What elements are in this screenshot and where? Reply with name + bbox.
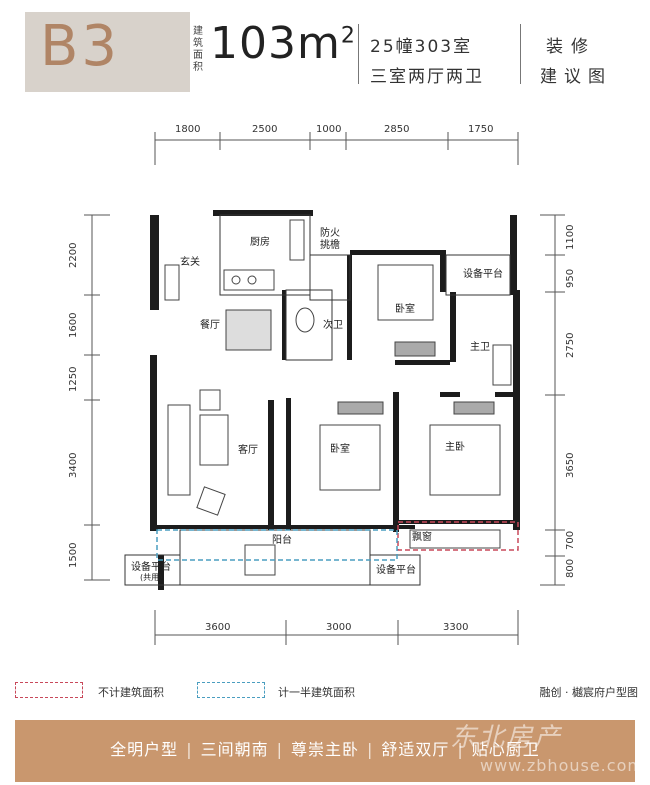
dim-top-3: 1000 (316, 124, 341, 135)
dimension-lines (84, 132, 565, 645)
legend-half-counted-label: 计一半建筑面积 (278, 686, 355, 699)
room-equipment-platform-bl: 设备平台 (131, 560, 171, 573)
plan-caption: 融创 · 樾宸府户型图 (539, 686, 639, 699)
feature-item: 尊崇主卧 (290, 740, 359, 759)
feature-separator: | (457, 740, 464, 759)
dim-top-5: 1750 (468, 124, 493, 135)
feature-separator: | (276, 740, 283, 759)
balcony-half-area-zone (156, 529, 398, 561)
feature-item: 贴心厨卫 (471, 740, 540, 759)
feature-separator: | (367, 740, 374, 759)
dim-bottom-2: 3000 (326, 622, 351, 633)
bottom-dimension-labels: 3600 3000 3300 (205, 622, 468, 633)
area-unit-superscript: 2 (340, 23, 356, 49)
room-balcony: 阳台 (272, 533, 292, 546)
dim-bottom-1: 3600 (205, 622, 230, 633)
walls (150, 210, 520, 590)
area-value: 103m2 (210, 18, 356, 69)
decoration-title-line2: 建议图 (540, 67, 612, 87)
dim-top-1: 1800 (175, 124, 200, 135)
room-equipment-platform-bl-note: (共用) (140, 573, 162, 582)
dim-bottom-3: 3300 (443, 622, 468, 633)
legend-half-counted-swatch (197, 682, 265, 698)
floor-plan: 1800 2500 1000 2850 1750 3600 3000 3300 … (68, 124, 576, 645)
dim-right-5: 700 (565, 531, 576, 550)
area-label: 建筑面积 (193, 26, 203, 73)
header-divider (520, 24, 521, 84)
room-equipment-platform-br: 设备平台 (376, 563, 416, 576)
dim-right-2: 950 (565, 269, 576, 288)
legend-not-counted-label: 不计建筑面积 (98, 686, 164, 699)
area-number: 103m (210, 18, 341, 69)
right-dimension-labels: 1100 950 2750 3650 700 800 (565, 225, 576, 578)
building-room-number: 25幢303室 (370, 37, 473, 57)
room-labels: 玄关 厨房 防火 挑檐 设备平台 餐厅 次卫 卧室 主卫 客厅 卧室 主卧 飘窗… (131, 226, 503, 582)
unit-code: B3 (40, 14, 121, 79)
room-entrance: 玄关 (180, 255, 200, 268)
room-equipment-platform-top: 设备平台 (463, 267, 503, 280)
room-bedroom-north: 卧室 (395, 302, 415, 315)
room-bay-window: 飘窗 (412, 530, 432, 543)
dim-top-4: 2850 (384, 124, 409, 135)
room-fire-escape-2: 挑檐 (320, 238, 340, 251)
bay-window-zone (397, 521, 519, 551)
dim-left-5: 1500 (68, 543, 79, 568)
room-living: 客厅 (238, 443, 258, 456)
room-dining: 餐厅 (200, 318, 220, 331)
decoration-title-line1: 装修 (546, 37, 596, 57)
room-master-bedroom: 主卧 (445, 440, 465, 453)
dim-left-4: 3400 (68, 453, 79, 478)
watermark-brand: 东北房产 (450, 723, 563, 753)
dim-right-3: 2750 (565, 333, 576, 358)
dim-left-3: 1250 (68, 367, 79, 392)
dim-right-6: 800 (565, 559, 576, 578)
dim-right-4: 3650 (565, 453, 576, 478)
unit-code-panel (25, 12, 190, 92)
interior-outlines (124, 214, 511, 586)
top-dimension-labels: 1800 2500 1000 2850 1750 (175, 124, 493, 135)
room-kitchen: 厨房 (250, 235, 270, 248)
room-configuration: 三室两厅两卫 (370, 67, 484, 87)
dim-right-1: 1100 (565, 225, 576, 250)
features-banner (15, 720, 635, 782)
dim-left-1: 2200 (68, 243, 79, 268)
room-master-bath: 主卫 (470, 341, 490, 353)
feature-separator: | (186, 740, 193, 759)
dim-left-2: 1600 (68, 313, 79, 338)
watermark-url: www.zbhouse.com (480, 756, 644, 775)
feature-list: 全明户型 | 三间朝南 | 尊崇主卧 | 舒适双厅 | 贴心厨卫 (15, 736, 635, 760)
feature-item: 舒适双厅 (381, 740, 450, 759)
room-bedroom-south: 卧室 (330, 442, 350, 455)
feature-item: 全明户型 (110, 740, 179, 759)
furniture (164, 219, 512, 576)
left-dimension-labels: 2200 1600 1250 3400 1500 (68, 243, 79, 568)
legend-not-counted-swatch (15, 682, 83, 698)
dim-top-2: 2500 (252, 124, 277, 135)
header-divider (358, 24, 359, 84)
room-fire-escape-1: 防火 (320, 226, 340, 239)
feature-item: 三间朝南 (200, 740, 269, 759)
room-second-bath: 次卫 (323, 318, 343, 331)
